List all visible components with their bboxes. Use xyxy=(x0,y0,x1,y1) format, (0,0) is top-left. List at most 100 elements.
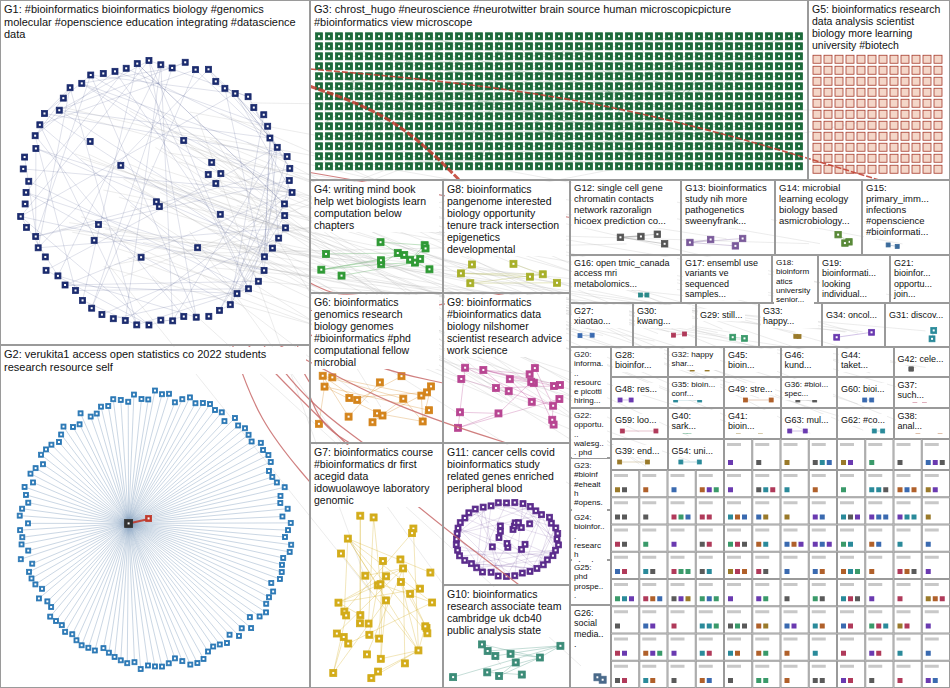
vertex-link xyxy=(91,75,196,317)
vertex-icon xyxy=(686,73,693,80)
vertex-icon-detail xyxy=(738,55,740,57)
vertex-icon-detail xyxy=(478,35,480,37)
vertex-icon-detail xyxy=(378,125,380,127)
vertex-link xyxy=(237,248,272,294)
vertex-link xyxy=(226,153,870,373)
vertex-icon-detail xyxy=(618,95,620,97)
vertex-icon-detail xyxy=(438,35,440,37)
vertex-icon-detail xyxy=(688,135,690,137)
vertex-icon xyxy=(596,123,603,130)
vertex-icon-detail xyxy=(34,135,36,137)
vertex-link xyxy=(319,126,749,136)
vertex-icon xyxy=(546,113,553,120)
vertex-icon-detail xyxy=(598,115,600,117)
vertex-icon xyxy=(516,63,523,70)
vertex-link xyxy=(129,523,162,666)
vertex-icon xyxy=(726,113,733,120)
vertex-icon-detail xyxy=(688,95,690,97)
vertex-icon xyxy=(356,143,363,150)
vertex-icon xyxy=(606,43,613,50)
vertex-icon xyxy=(496,33,503,40)
vertex-link xyxy=(26,68,126,192)
vertex-icon-detail xyxy=(798,75,800,77)
vertex-link xyxy=(458,528,506,576)
vertex-icon xyxy=(776,73,783,80)
vertex-icon xyxy=(526,83,533,90)
vertex-link xyxy=(389,116,449,156)
vertex-icon-detail xyxy=(438,145,440,147)
vertex-link xyxy=(458,413,498,427)
vertex-icon xyxy=(476,133,483,140)
vertex-icon-detail xyxy=(93,239,95,241)
vertex-icon xyxy=(396,133,403,140)
vertex-icon-detail xyxy=(728,35,730,37)
vertex-icon xyxy=(786,93,793,100)
vertex-link xyxy=(160,111,639,464)
vertex-icon xyxy=(436,53,443,60)
vertex-link xyxy=(339,66,539,136)
vertex-icon-detail xyxy=(69,87,71,89)
vertex-icon-detail xyxy=(538,55,540,57)
vertex-icon-detail xyxy=(195,316,197,318)
vertex-icon xyxy=(326,73,333,80)
vertex-icon xyxy=(346,83,353,90)
vertex-icon-detail xyxy=(348,75,350,77)
vertex-icon-detail xyxy=(438,45,440,47)
vertex-icon-detail xyxy=(368,145,370,147)
vertex-icon xyxy=(346,113,353,120)
vertex-icon xyxy=(646,143,653,150)
vertex-icon-detail xyxy=(338,105,340,107)
vertex-icon xyxy=(676,143,683,150)
vertex-link xyxy=(429,76,689,116)
vertex-icon xyxy=(376,33,383,40)
vertex-icon-detail xyxy=(368,95,370,97)
vertex-icon xyxy=(596,43,603,50)
vertex-icon-detail xyxy=(172,320,174,322)
vertex-icon xyxy=(546,53,553,60)
vertex-icon xyxy=(586,143,593,150)
vertex-icon-detail xyxy=(44,256,46,258)
vertex-icon xyxy=(776,93,783,100)
vertex-icon-detail xyxy=(488,55,490,57)
vertex-icon xyxy=(766,103,773,110)
vertex-icon xyxy=(181,313,187,319)
vertex-icon xyxy=(576,53,583,60)
vertex-icon-detail xyxy=(488,115,490,117)
vertex-link xyxy=(348,539,428,634)
vertex-icon-detail xyxy=(24,203,26,205)
vertex-link xyxy=(39,523,129,598)
vertex-link xyxy=(622,431,656,432)
vertex-icon-detail xyxy=(81,82,83,84)
vertex-icon xyxy=(776,103,783,110)
vertex-icon xyxy=(366,113,373,120)
vertex-icon xyxy=(406,153,413,160)
vertex-icon xyxy=(446,153,453,160)
vertex-icon-detail xyxy=(398,105,400,107)
vertex-link xyxy=(129,523,204,659)
vertex-icon-detail xyxy=(688,65,690,67)
vertex-icon-detail xyxy=(768,125,770,127)
vertex-icon-detail xyxy=(638,95,640,97)
vertex-icon xyxy=(576,43,583,50)
vertex-icon xyxy=(346,63,353,70)
vertex-icon xyxy=(316,113,323,120)
vertex-icon xyxy=(91,237,97,243)
vertex-icon-detail xyxy=(408,35,410,37)
vertex-link xyxy=(20,523,128,530)
vertex-icon-detail xyxy=(668,135,670,137)
vertex-icon-detail xyxy=(738,35,740,37)
vertex-icon xyxy=(626,83,633,90)
vertex-icon xyxy=(476,53,483,60)
vertex-link xyxy=(329,86,659,156)
vertex-icon-detail xyxy=(548,45,550,47)
vertex-icon xyxy=(706,33,713,40)
vertex-icon-detail xyxy=(618,45,620,47)
vertex-icon-detail xyxy=(508,105,510,107)
vertex-icon-detail xyxy=(398,45,400,47)
vertex-icon xyxy=(646,73,653,80)
vertex-link xyxy=(429,76,779,106)
vertex-icon xyxy=(696,63,703,70)
vertex-icon-detail xyxy=(738,125,740,127)
vertex-icon xyxy=(336,123,343,130)
